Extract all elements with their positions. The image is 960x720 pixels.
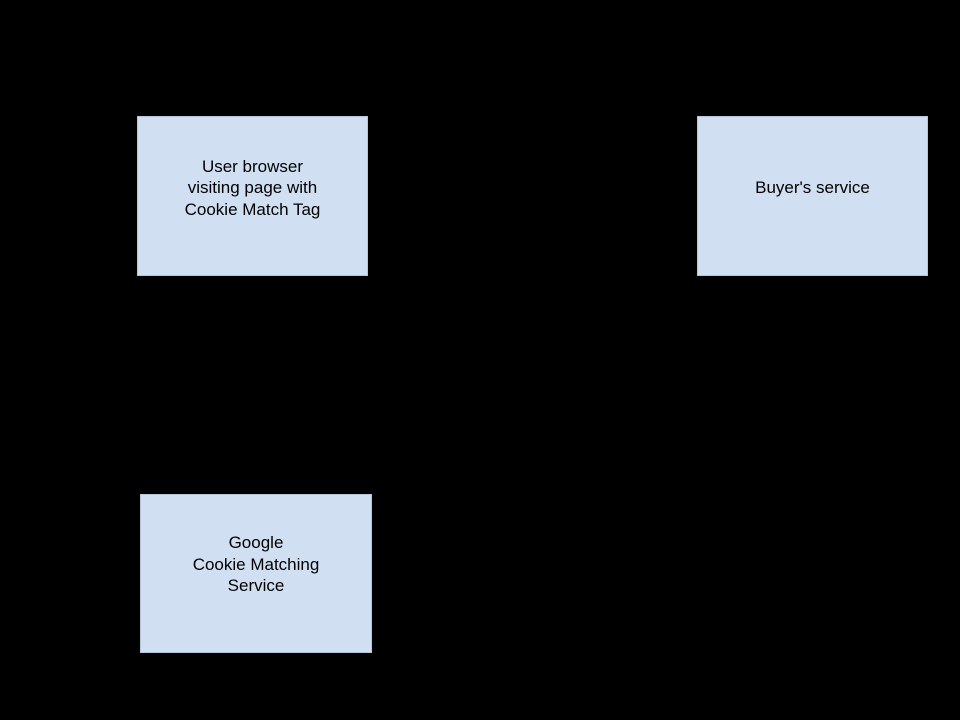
diagram-node-google-cookie-matching-service-label: Google Cookie Matching Service xyxy=(192,533,320,596)
diagram-node-buyers-service[interactable]: Buyer's service xyxy=(697,116,928,276)
diagram-node-buyers-service-label: Buyer's service xyxy=(755,178,870,198)
diagram-node-google-cookie-matching-service[interactable]: Google Cookie Matching Service xyxy=(140,494,372,653)
diagram-node-user-browser[interactable]: User browser visiting page with Cookie M… xyxy=(137,116,368,276)
diagram-node-user-browser-label: User browser visiting page with Cookie M… xyxy=(184,156,321,219)
